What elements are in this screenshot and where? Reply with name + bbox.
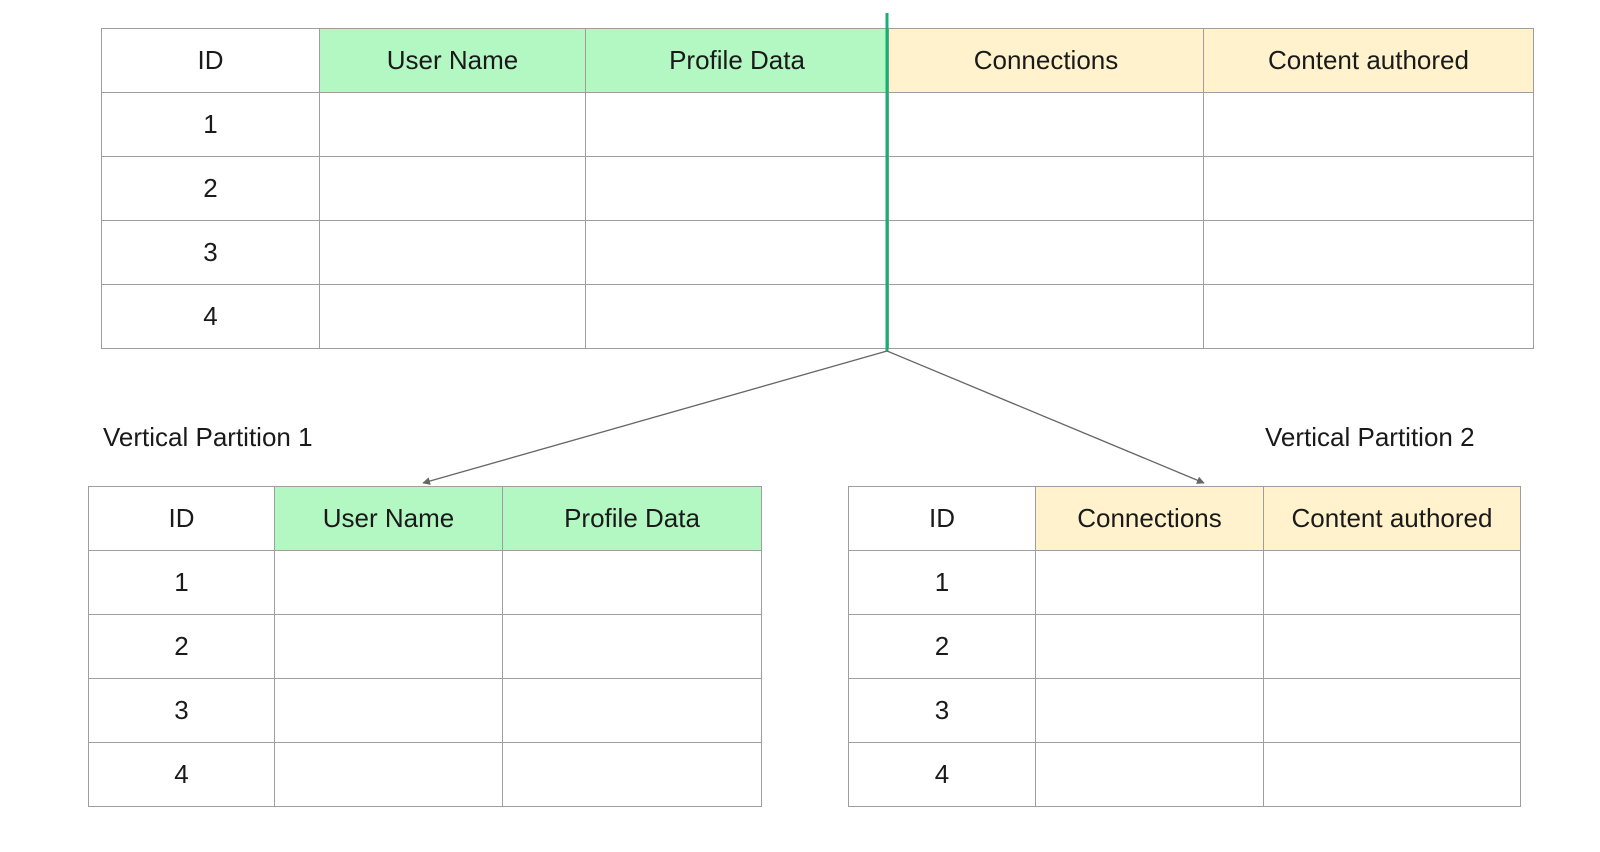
table-row: 1 — [101, 92, 1534, 157]
empty-cell — [319, 92, 586, 157]
empty-cell — [888, 220, 1204, 285]
row-id-cell: 2 — [848, 614, 1036, 679]
row-id-cell: 4 — [848, 742, 1036, 807]
row-id-cell: 3 — [88, 678, 275, 743]
empty-cell — [502, 614, 762, 679]
empty-cell — [1263, 614, 1521, 679]
empty-cell — [888, 284, 1204, 349]
empty-cell — [585, 92, 889, 157]
partition-1-caption: Vertical Partition 1 — [103, 422, 313, 452]
table-header-row: ID User Name Profile Data Connections Co… — [101, 28, 1534, 93]
empty-cell — [1035, 742, 1264, 807]
header-user-name: User Name — [319, 28, 586, 93]
source-table: ID User Name Profile Data Connections Co… — [101, 28, 1534, 349]
header-profile-data: Profile Data — [502, 486, 762, 551]
table-header-row: ID User Name Profile Data — [88, 486, 762, 551]
empty-cell — [274, 550, 503, 615]
partition-2-table: ID Connections Content authored 1 2 3 4 — [848, 486, 1521, 807]
partition-1-table: ID User Name Profile Data 1 2 3 4 — [88, 486, 762, 807]
row-id-cell: 4 — [101, 284, 320, 349]
empty-cell — [319, 156, 586, 221]
header-connections: Connections — [1035, 486, 1264, 551]
header-user-name: User Name — [274, 486, 503, 551]
row-id-cell: 3 — [101, 220, 320, 285]
empty-cell — [1263, 678, 1521, 743]
header-id: ID — [88, 486, 275, 551]
empty-cell — [1203, 220, 1534, 285]
empty-cell — [1203, 92, 1534, 157]
header-content-authored: Content authored — [1203, 28, 1534, 93]
table-row: 3 — [88, 678, 762, 743]
empty-cell — [274, 614, 503, 679]
table-row: 3 — [848, 678, 1521, 743]
arrow-to-partition-2 — [886, 350, 1205, 484]
row-id-cell: 3 — [848, 678, 1036, 743]
empty-cell — [319, 220, 586, 285]
table-row: 1 — [848, 550, 1521, 615]
table-row: 4 — [101, 284, 1534, 349]
table-row: 2 — [848, 614, 1521, 679]
empty-cell — [502, 550, 762, 615]
empty-cell — [502, 678, 762, 743]
row-id-cell: 4 — [88, 742, 275, 807]
empty-cell — [1035, 678, 1264, 743]
row-id-cell: 1 — [101, 92, 320, 157]
empty-cell — [1263, 550, 1521, 615]
partition-2-caption: Vertical Partition 2 — [1265, 422, 1475, 452]
table-row: 2 — [88, 614, 762, 679]
row-id-cell: 1 — [848, 550, 1036, 615]
header-id: ID — [848, 486, 1036, 551]
empty-cell — [1035, 614, 1264, 679]
table-row: 3 — [101, 220, 1534, 285]
header-content-authored: Content authored — [1263, 486, 1521, 551]
empty-cell — [502, 742, 762, 807]
arrow-to-partition-1 — [422, 350, 888, 485]
empty-cell — [585, 156, 889, 221]
table-header-row: ID Connections Content authored — [848, 486, 1521, 551]
empty-cell — [888, 92, 1204, 157]
empty-cell — [1263, 742, 1521, 807]
table-row: 1 — [88, 550, 762, 615]
empty-cell — [274, 678, 503, 743]
empty-cell — [1203, 284, 1534, 349]
empty-cell — [319, 284, 586, 349]
row-id-cell: 2 — [101, 156, 320, 221]
empty-cell — [274, 742, 503, 807]
table-row: 4 — [848, 742, 1521, 807]
header-id: ID — [101, 28, 320, 93]
row-id-cell: 1 — [88, 550, 275, 615]
row-id-cell: 2 — [88, 614, 275, 679]
empty-cell — [1035, 550, 1264, 615]
header-connections: Connections — [888, 28, 1204, 93]
table-row: 4 — [88, 742, 762, 807]
